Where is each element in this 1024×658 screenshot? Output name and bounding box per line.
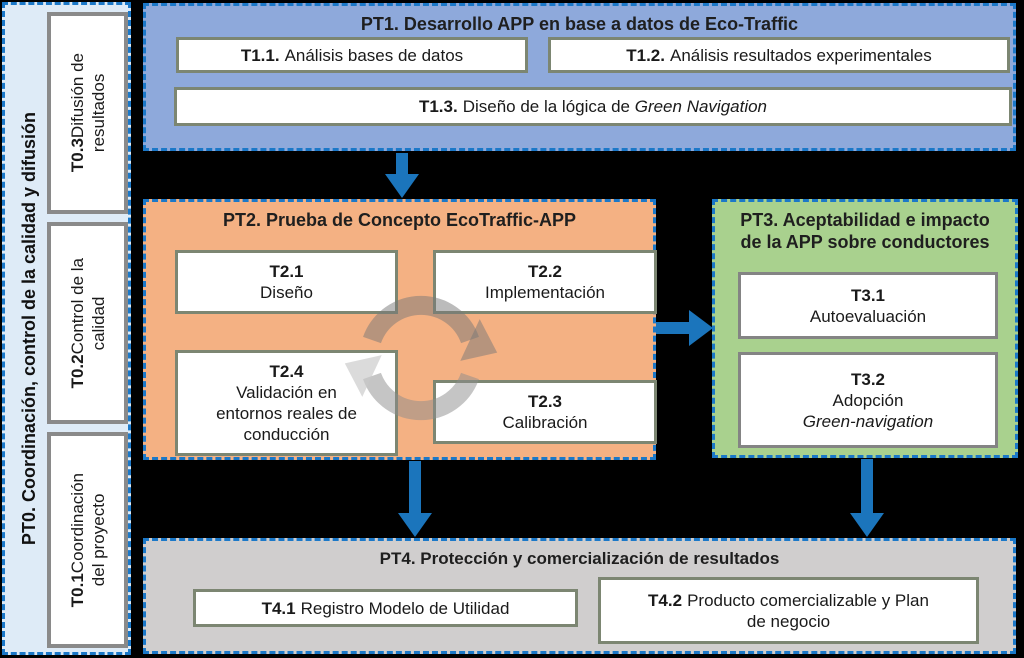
pt4-title: PT4. Protección y comercialización de re… — [379, 549, 780, 568]
task-box-t2-3: T2.3 Calibración — [433, 380, 657, 444]
pt2-title: PT2. Prueba de Concepto EcoTraffic-APP — [222, 210, 577, 230]
task-id: T0.2 — [67, 354, 87, 389]
task-id: T1.3. — [418, 97, 458, 116]
task-label-italic: Green-navigation — [802, 411, 934, 431]
task-box-t1-1: T1.1.Análisis bases de datos — [176, 37, 528, 73]
arrow-pt2-to-pt4-icon — [398, 461, 432, 537]
task-label: Implementación — [484, 283, 605, 302]
task-label: Producto comercializable y Plan de negoc… — [687, 590, 929, 631]
task-box-t1-2: T1.2.Análisis resultados experimentales — [548, 37, 1010, 73]
task-id: T4.2 — [648, 590, 683, 610]
task-id: T1.2. — [626, 45, 665, 65]
task-id: T4.1 — [261, 598, 296, 618]
task-label: Diseño de la lógica de — [462, 97, 630, 116]
task-id: T2.4 — [269, 362, 304, 381]
task-label: Coordinación del proyecto — [67, 472, 108, 587]
task-box-t3-1: T3.1 Autoevaluación — [738, 272, 998, 339]
task-label: Análisis bases de datos — [284, 45, 464, 65]
task-label: Autoevaluación — [809, 306, 927, 326]
pt4-panel: PT4. Protección y comercialización de re… — [143, 538, 1016, 654]
pt3-panel: PT3. Aceptabilidad e impacto de la APP s… — [712, 199, 1018, 458]
task-id: T3.2 — [850, 369, 886, 389]
task-id: T0.1 — [67, 573, 87, 608]
task-label: Validación en entornos reales de conducc… — [216, 383, 357, 444]
pt3-title: PT3. Aceptabilidad e impacto de la APP s… — [740, 210, 990, 252]
task-box-t0-3: T0.3Difusión de resultados — [47, 12, 128, 214]
arrow-pt1-to-pt2-icon — [385, 153, 419, 198]
task-label: Análisis resultados experimentales — [670, 45, 932, 65]
task-label: Adopción — [832, 390, 904, 410]
task-box-t2-1: T2.1 Diseño — [175, 250, 398, 314]
pt0-panel: PT0. Coordinación, control de la calidad… — [2, 2, 131, 655]
pt1-title: PT1. Desarrollo APP en base a datos de E… — [360, 14, 799, 34]
task-id: T2.2 — [527, 262, 563, 281]
pt2-panel: PT2. Prueba de Concepto EcoTraffic-APP T… — [143, 199, 657, 460]
task-box-t2-4: T2.4 Validación en entornos reales de co… — [175, 350, 398, 456]
pt0-title: PT0. Coordinación, control de la calidad… — [18, 111, 39, 546]
task-label: Calibración — [502, 413, 588, 432]
task-box-t2-2: T2.2 Implementación — [433, 250, 657, 314]
task-box-t0-2: T0.2Control de la calidad — [47, 222, 128, 424]
task-id: T1.1. — [240, 45, 280, 65]
task-label-italic: Green Navigation — [634, 97, 768, 116]
arrow-pt2-to-pt3-icon — [656, 310, 713, 346]
task-box-t3-2: T3.2 Adopción Green-navigation — [738, 352, 998, 448]
task-id: T2.3 — [527, 392, 563, 411]
task-label: Registro Modelo de Utilidad — [300, 598, 510, 618]
task-label: Control de la calidad — [67, 257, 108, 355]
arrow-pt3-to-pt4-icon — [850, 459, 884, 537]
task-id: T3.1 — [850, 285, 886, 305]
pt1-panel: PT1. Desarrollo APP en base a datos de E… — [143, 3, 1016, 151]
task-label: Difusión de resultados — [67, 53, 108, 153]
task-label: Diseño — [260, 283, 313, 302]
task-box-t1-3: T1.3.Diseño de la lógica de Green Naviga… — [174, 87, 1012, 126]
task-id: T2.1 — [269, 262, 304, 281]
task-id: T0.3 — [67, 138, 87, 173]
task-box-t0-1: T0.1Coordinación del proyecto — [47, 432, 128, 648]
